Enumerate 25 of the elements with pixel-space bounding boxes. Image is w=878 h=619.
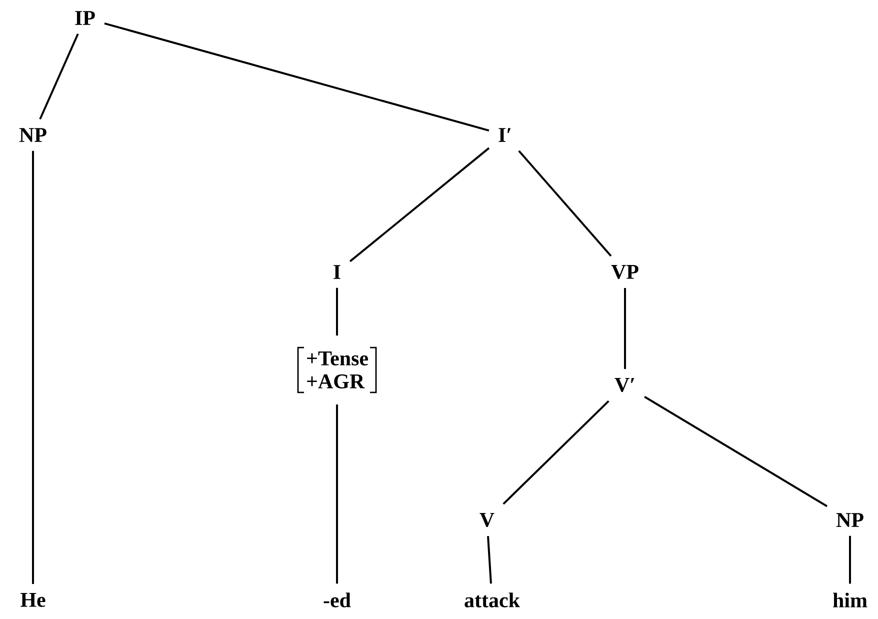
category-label: I bbox=[334, 265, 340, 279]
word: him bbox=[833, 592, 868, 608]
tree-branch bbox=[32, 150, 34, 584]
word: attack bbox=[464, 592, 520, 608]
category-label: V′ bbox=[614, 378, 634, 392]
category-label: IP bbox=[75, 11, 95, 25]
category-label: I′ bbox=[498, 128, 511, 142]
category-label: V bbox=[480, 512, 494, 528]
tree-branch bbox=[502, 400, 610, 505]
tree-branch bbox=[349, 147, 490, 262]
category-label: NP bbox=[836, 513, 864, 527]
category-label: VP bbox=[611, 264, 638, 280]
tree-branch bbox=[487, 536, 492, 584]
tree-branch bbox=[39, 33, 79, 120]
tree-branch bbox=[624, 288, 626, 369]
word: -ed bbox=[324, 592, 351, 608]
tree-branch bbox=[518, 150, 612, 257]
tree-branch bbox=[104, 22, 490, 132]
tree-branch bbox=[849, 536, 851, 584]
word: He bbox=[20, 593, 46, 607]
tree-branch bbox=[336, 404, 338, 584]
tree-branch bbox=[644, 396, 828, 508]
feature-matrix: +Tense +AGR bbox=[297, 346, 377, 394]
category-label: NP bbox=[19, 128, 46, 142]
tree-branch bbox=[336, 288, 338, 336]
